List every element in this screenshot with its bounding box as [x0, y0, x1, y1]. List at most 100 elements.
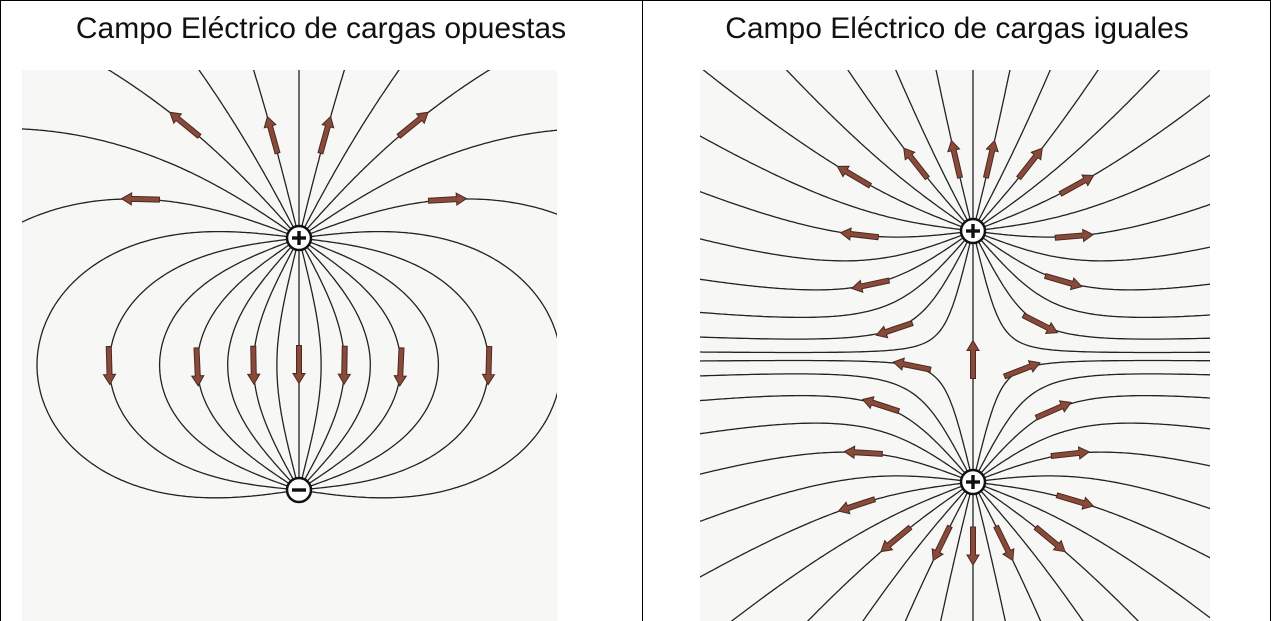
field-arrows-like [836, 139, 1095, 566]
field-line [974, 240, 1210, 354]
field-direction-arrow [931, 524, 953, 562]
field-line [301, 246, 346, 486]
field-direction-arrow [393, 347, 408, 387]
field-direction-arrow [966, 526, 980, 566]
field-line [974, 491, 1006, 621]
field-line [700, 373, 969, 474]
charges-opposite [285, 224, 313, 504]
field-line [306, 129, 557, 233]
field-line [982, 484, 1210, 619]
table-border-left [0, 0, 1, 621]
field-line [785, 70, 966, 226]
field-direction-arrow [102, 345, 117, 386]
field-direction-arrow [875, 320, 914, 339]
field-direction-arrow [839, 227, 880, 241]
field-line [702, 70, 964, 229]
field-line [979, 238, 1210, 319]
field-lines-opposite [22, 70, 557, 499]
field-line [107, 70, 293, 231]
field-line [982, 94, 1210, 229]
field-direction-arrow [1050, 446, 1091, 460]
field-direction-arrow [837, 496, 877, 515]
field-diagram-like-charges [700, 70, 1210, 621]
field-line [862, 489, 967, 621]
field-line [700, 359, 972, 473]
field-lines-like [700, 70, 1210, 621]
field-line [700, 239, 969, 340]
field-line [980, 70, 1161, 226]
field-line [198, 70, 295, 230]
field-direction-arrow [1016, 147, 1043, 181]
field-line [977, 70, 1051, 223]
field-direction-arrow [317, 115, 335, 155]
field-direction-arrow [190, 347, 205, 387]
field-direction-arrow [396, 111, 429, 139]
field-line [276, 247, 299, 484]
field-line [974, 70, 1011, 222]
field-line [252, 246, 297, 486]
field-line [305, 70, 491, 231]
field-line [158, 240, 293, 489]
field-line [305, 240, 440, 489]
field-direction-arrow [481, 345, 496, 386]
field-line [982, 451, 1210, 480]
field-line [982, 154, 1210, 231]
field-direction-arrow [1058, 174, 1095, 197]
field-direction-arrow [892, 357, 932, 373]
field-line [227, 245, 295, 486]
field-line [300, 70, 346, 229]
positive-charge-icon [959, 468, 987, 496]
field-line [935, 70, 972, 222]
field-line [730, 484, 964, 621]
field-lines-opposite [22, 70, 557, 504]
field-line [700, 238, 967, 319]
field-direction-arrow [993, 524, 1015, 562]
field-direction-arrow [1043, 273, 1083, 291]
field-line [982, 203, 1210, 238]
field-line [700, 394, 967, 475]
field-line [700, 422, 966, 477]
field-line [979, 489, 1084, 621]
field-line [980, 236, 1210, 291]
field-direction-arrow [1034, 400, 1072, 421]
field-line [700, 233, 964, 262]
field-direction-arrow [843, 445, 883, 460]
field-direction-arrow [1055, 492, 1095, 510]
field-direction-arrow [263, 115, 281, 155]
field-line [980, 422, 1210, 477]
field-line [977, 490, 1042, 621]
field-line [700, 240, 972, 354]
field-direction-arrow [1054, 228, 1095, 243]
negative-charge-icon [285, 476, 313, 504]
field-direction-arrow [246, 345, 261, 386]
field-line [977, 239, 1210, 340]
field-line [940, 491, 972, 621]
field-line [252, 70, 298, 229]
field-line [22, 128, 292, 233]
field-line [904, 490, 969, 621]
field-direction-arrow [1021, 312, 1059, 335]
field-line [979, 394, 1210, 475]
positive-charge-icon [285, 224, 313, 252]
field-direction-arrow [120, 192, 161, 206]
field-line [847, 70, 967, 224]
field-direction-arrow [836, 165, 873, 189]
field-line [974, 359, 1210, 473]
field-line [982, 475, 1210, 510]
field-direction-arrow [850, 277, 891, 294]
table-border-top [0, 0, 1271, 1]
field-direction-arrow [1033, 524, 1066, 553]
field-line [303, 70, 400, 230]
field-line [982, 233, 1210, 262]
field-line [700, 482, 964, 578]
field-line [700, 236, 966, 291]
header-opposite-charges: Campo Eléctrico de cargas opuestas [75, 12, 567, 45]
field-line [700, 135, 964, 231]
field-line [977, 373, 1210, 474]
field-direction-arrow [903, 147, 930, 181]
field-line [700, 190, 964, 238]
field-lines-like [700, 70, 1210, 621]
field-direction-arrow [982, 139, 999, 179]
field-line [308, 198, 557, 236]
field-line [306, 230, 557, 499]
